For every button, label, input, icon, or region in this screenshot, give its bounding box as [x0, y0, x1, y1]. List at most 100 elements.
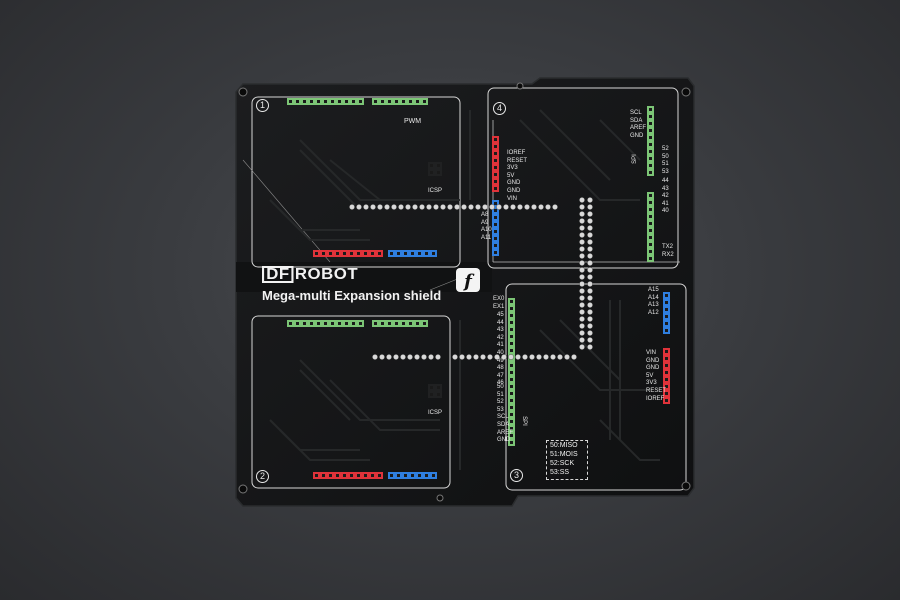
header-pin: [381, 100, 384, 103]
header-pin: [388, 322, 391, 325]
via-pad: [468, 204, 474, 210]
via-pad: [398, 204, 404, 210]
header-pin: [510, 413, 513, 416]
pin-label: 53: [497, 406, 504, 413]
mounting-hole: [681, 87, 691, 97]
via-pad: [579, 204, 585, 210]
via-pad: [480, 354, 486, 360]
mounting-hole: [681, 481, 691, 491]
header-pin: [430, 393, 433, 396]
pin-label: TX2: [662, 244, 674, 250]
via-pad: [579, 260, 585, 266]
header-pin: [510, 406, 513, 409]
header-pin: [296, 100, 299, 103]
via-pad: [426, 204, 432, 210]
via-pad: [459, 354, 465, 360]
header-pin: [296, 322, 299, 325]
header-pin: [418, 474, 421, 477]
via-pad: [587, 267, 593, 273]
pin-label: A11: [481, 234, 492, 241]
header-pin: [425, 252, 428, 255]
via-pad: [579, 197, 585, 203]
via-pad: [473, 354, 479, 360]
via-pad: [579, 316, 585, 322]
via-pad: [579, 239, 585, 245]
copper-trace: [599, 419, 660, 461]
pin-label: 43: [662, 185, 669, 192]
pin-label: 46: [497, 380, 504, 387]
header-pin: [430, 164, 433, 167]
header-pin: [665, 308, 668, 311]
copper-trace: [299, 359, 440, 421]
pin-label: 51: [662, 161, 669, 168]
via-pad: [587, 232, 593, 238]
header-pin: [381, 322, 384, 325]
header-pin: [409, 322, 412, 325]
via-pad: [508, 354, 514, 360]
header-pin: [649, 201, 652, 204]
via-pad: [428, 354, 434, 360]
q1-icsp-block: [428, 162, 435, 176]
header-pin: [289, 322, 292, 325]
header-pin: [315, 474, 318, 477]
header-pin: [510, 427, 513, 430]
pin-label: 45: [497, 312, 504, 318]
via-pad: [587, 225, 593, 231]
header-pin: [423, 322, 426, 325]
header-pin: [510, 399, 513, 402]
pin-label: VIN: [507, 195, 518, 202]
q2-icsp-block-2: [435, 384, 442, 398]
header-pin: [510, 328, 513, 331]
header-pin: [510, 392, 513, 395]
pin-label: 42: [497, 334, 504, 341]
header-pin: [665, 315, 668, 318]
copper-trace: [329, 379, 440, 431]
via-pad: [419, 204, 425, 210]
pin-label: 41: [497, 342, 504, 349]
header-pin: [649, 257, 652, 260]
copper-trace: [279, 429, 370, 461]
header-pin: [411, 252, 414, 255]
header-pin: [437, 171, 440, 174]
via-pad: [349, 204, 355, 210]
header-pin: [665, 294, 668, 297]
q2-top-header-left: [287, 320, 364, 327]
header-pin: [402, 100, 405, 103]
pin-label: GND: [507, 188, 521, 194]
pin-label: GND: [630, 132, 644, 139]
pin-label: 42: [662, 193, 669, 200]
via-pad: [579, 281, 585, 287]
via-pad: [564, 354, 570, 360]
via-pad: [494, 354, 500, 360]
header-pin: [395, 100, 398, 103]
icsp-label-bottom: ICSP: [428, 410, 443, 416]
via-pad: [391, 204, 397, 210]
header-pin: [388, 100, 391, 103]
header-pin: [494, 173, 497, 176]
via-pad: [587, 295, 593, 301]
header-pin: [359, 322, 362, 325]
pin-label: A14: [648, 294, 659, 301]
via-pad: [552, 204, 558, 210]
via-pad: [517, 204, 523, 210]
spi-legend-miso: 50:MISO: [550, 442, 578, 449]
via-pad: [405, 204, 411, 210]
header-pin: [374, 100, 377, 103]
via-pad: [452, 354, 458, 360]
pin-label: SDA: [630, 117, 643, 124]
header-pin: [423, 100, 426, 103]
pin-label: GND: [497, 437, 511, 444]
pin-label: 3V3: [507, 165, 518, 172]
header-pin: [390, 474, 393, 477]
header-pin: [310, 100, 313, 103]
via-pad: [579, 246, 585, 252]
header-pin: [317, 322, 320, 325]
via-pad: [531, 204, 537, 210]
pin-label: AREF: [497, 429, 514, 436]
via-pad: [579, 288, 585, 294]
header-pin: [649, 229, 652, 232]
header-pin: [303, 322, 306, 325]
header-pin: [649, 150, 652, 153]
header-pin: [510, 371, 513, 374]
via-pad: [356, 204, 362, 210]
